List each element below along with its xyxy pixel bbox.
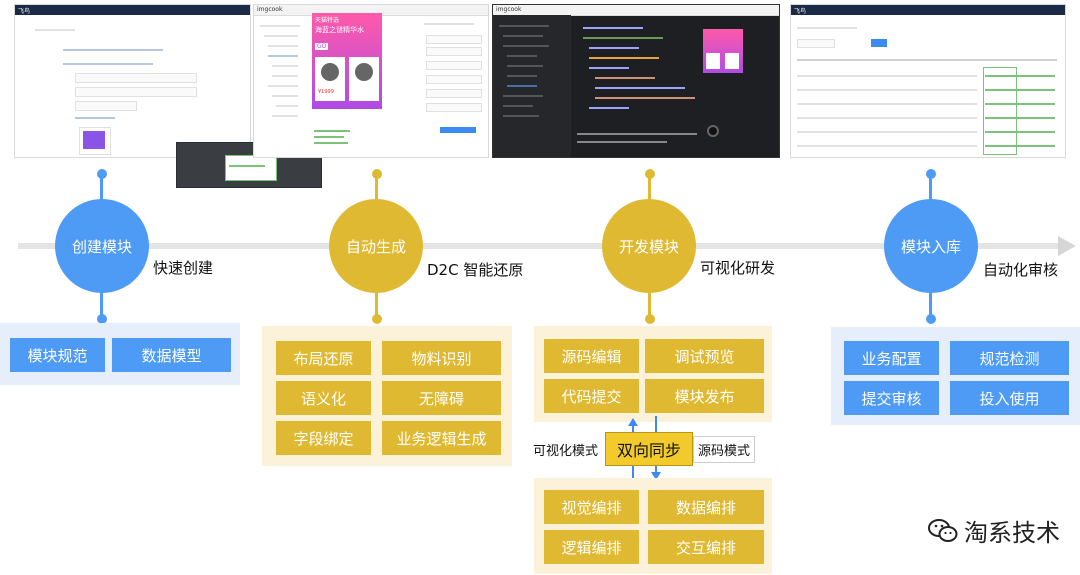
stage-store-caption: 自动化审核 [980,259,1062,280]
stage-generate: 自动生成 [329,199,423,293]
stage-4-bottom-dot [926,314,936,324]
submit-review-button[interactable]: 提交审核 [844,381,939,415]
put-in-use-button[interactable]: 投入使用 [950,381,1069,415]
stage-3-top-dot [645,169,655,179]
list-logo: 飞鸟 [794,8,807,15]
visual-mode-label: 可视化模式 [533,444,599,459]
stage-1-bottom-dot [97,314,107,324]
stage-4-top-dot [926,169,936,179]
banner-subtitle: 海蓝之谜精华水 [315,26,364,34]
stage-create: 创建模块 [55,199,149,293]
banner-title: 天猫特选 [315,17,340,24]
watermark-text: 淘系技术 [964,519,1060,547]
watermark: 淘系技术 [928,513,1060,548]
wechat-icon [928,518,958,542]
source-edit-button[interactable]: 源码编辑 [544,339,639,373]
timeline-arrow [1058,236,1076,256]
sync-arrow-up-head [628,418,638,426]
code-editor-screenshot: imgcook [492,4,780,158]
sync-arrow-down-head [651,472,661,480]
semantic-button[interactable]: 语义化 [276,381,371,415]
business-logic-button[interactable]: 业务逻辑生成 [382,421,501,455]
stage-2-bottom-dot [372,314,382,324]
accessibility-button[interactable]: 无障碍 [382,381,501,415]
module-list-screenshot: 飞鸟 [790,4,1066,158]
business-config-button[interactable]: 业务配置 [844,341,939,375]
data-layout-button[interactable]: 数据编排 [648,490,764,524]
logic-layout-button[interactable]: 逻辑编排 [544,530,639,564]
create-module-screenshot: 飞鸟 [14,4,251,158]
imgcook-code-logo: imgcook [496,6,522,13]
data-model-button[interactable]: 数据模型 [112,338,231,372]
imgcook-editor-screenshot: imgcook 天猫特选 海蓝之谜精华水 GO ¥1999 [253,4,489,158]
module-publish-button[interactable]: 模块发布 [645,379,764,413]
timeline-axis [18,243,1070,249]
spec-check-button[interactable]: 规范检测 [950,341,1069,375]
layout-restore-button[interactable]: 布局还原 [276,341,371,375]
product-banner: 天猫特选 海蓝之谜精华水 GO ¥1999 [312,13,382,109]
field-binding-button[interactable]: 字段绑定 [276,421,371,455]
stage-create-caption: 快速创建 [150,257,217,278]
material-recognition-button[interactable]: 物料识别 [382,341,501,375]
price-label: ¥1999 [318,89,334,95]
code-commit-button[interactable]: 代码提交 [544,379,639,413]
two-way-sync: 双向同步 [605,432,693,466]
stage-store: 模块入库 [884,199,978,293]
stage-develop-caption: 可视化研发 [697,257,779,278]
screenshot-logo: 飞鸟 [18,8,31,15]
interaction-layout-button[interactable]: 交互编排 [648,530,764,564]
stage-3-bottom-dot [645,314,655,324]
stage-1-top-dot [97,169,107,179]
imgcook-logo: imgcook [257,6,283,13]
source-mode-label: 源码模式 [693,436,756,463]
debug-preview-button[interactable]: 调试预览 [645,339,764,373]
stage-2-top-dot [372,169,382,179]
module-spec-button[interactable]: 模块规范 [10,338,105,372]
banner-tag: GO [315,43,329,50]
visual-layout-button[interactable]: 视觉编排 [544,490,639,524]
stage-generate-caption: D2C 智能还原 [424,259,527,280]
stage-develop: 开发模块 [602,199,696,293]
